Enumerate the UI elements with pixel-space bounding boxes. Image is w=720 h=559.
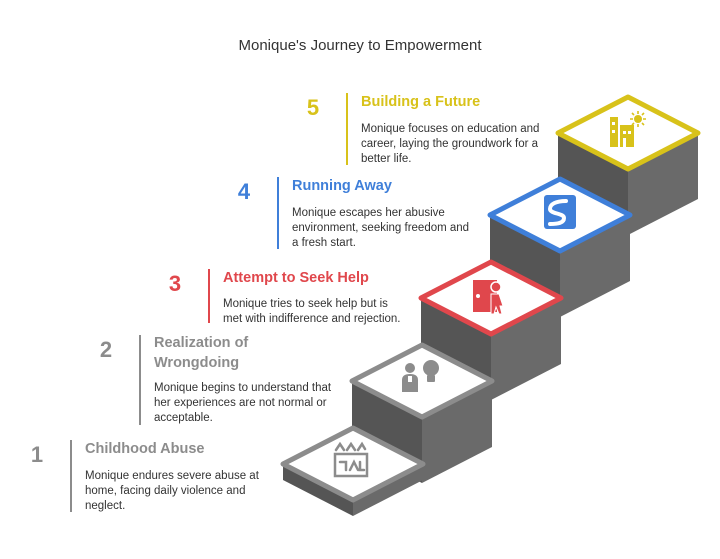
- step-2-bar: [139, 335, 141, 425]
- city-sun-icon: [610, 111, 646, 147]
- step-3-description: Monique tries to seek help but is met wi…: [223, 298, 401, 325]
- step-top-2: [349, 342, 495, 420]
- damaged-house-icon: [333, 441, 369, 478]
- step-5-heading: Building a Future: [361, 94, 481, 110]
- step-1-description: Monique endures severe abuse at home, fa…: [85, 470, 259, 512]
- step-3-heading: Attempt to Seek Help: [223, 270, 369, 286]
- step-3-number: 3: [168, 271, 182, 296]
- step-4-description: Monique escapes her abusive environment,…: [292, 207, 470, 249]
- step-1-bar: [70, 440, 72, 512]
- step-1-heading: Childhood Abuse: [85, 441, 205, 457]
- step-1-number: 1: [30, 442, 44, 467]
- diagram-title: Monique's Journey to Empowerment: [238, 37, 482, 54]
- step-2-description: Monique begins to understand that her ex…: [154, 382, 332, 424]
- step-5-number: 5: [306, 95, 320, 120]
- step-4-heading: Running Away: [292, 178, 392, 194]
- person-at-door-icon: [473, 280, 504, 315]
- step-5-description: Monique focuses on education and career,…: [361, 123, 540, 165]
- step-5-bar: [346, 93, 348, 165]
- step-2-heading: Realization of Wrongdoing: [154, 335, 249, 371]
- step-3-bar: [208, 269, 210, 323]
- step-4-number: 4: [237, 179, 251, 204]
- step-2-number: 2: [99, 337, 113, 362]
- step-4-bar: [277, 177, 279, 249]
- person-lightbulb-icon: [402, 360, 439, 392]
- winding-road-icon: [544, 195, 576, 229]
